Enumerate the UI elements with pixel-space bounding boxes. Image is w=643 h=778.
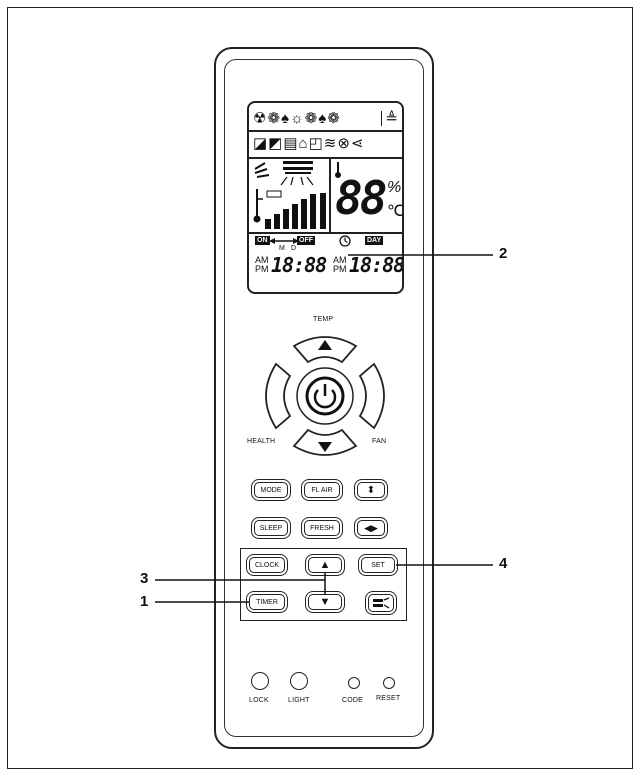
swing-icon: ≜ bbox=[381, 111, 398, 126]
air-direction-button[interactable] bbox=[368, 594, 394, 612]
health-button bbox=[265, 362, 292, 430]
fan-speed-bars bbox=[265, 194, 316, 229]
set-button[interactable]: SET bbox=[361, 557, 395, 573]
direction-pad bbox=[265, 336, 385, 456]
function-icons: ◪◩▤⌂◰≋⊗⋖ bbox=[253, 135, 365, 152]
pm-label-right: PM bbox=[333, 264, 347, 274]
percent-unit: % bbox=[387, 179, 402, 196]
reset-label: RESET bbox=[376, 695, 401, 702]
power-icon bbox=[313, 384, 337, 409]
lcd-divider bbox=[329, 157, 331, 232]
up-down-arrows-icon: ⬍ bbox=[366, 484, 376, 496]
light-button[interactable] bbox=[290, 672, 308, 690]
left-right-arrows-icon: ◀▶ bbox=[364, 522, 378, 533]
up-triangle-icon: ▲ bbox=[319, 559, 331, 571]
callout-3: 3 bbox=[140, 570, 149, 587]
thermometer-icon bbox=[253, 189, 263, 223]
up-button[interactable]: ▲ bbox=[308, 557, 342, 573]
light-label: LIGHT bbox=[288, 697, 310, 704]
vertical-swing-button[interactable]: ⬍ bbox=[357, 482, 385, 498]
day-badge: DAY bbox=[365, 236, 384, 245]
temperature-readout: 88 bbox=[335, 171, 387, 225]
lcd-divider bbox=[249, 157, 402, 159]
vane-lines bbox=[280, 176, 314, 186]
vent-icon bbox=[283, 161, 313, 174]
timer-button[interactable]: TIMER bbox=[249, 594, 285, 610]
fan-label: FAN bbox=[372, 438, 387, 445]
lcd-divider bbox=[249, 130, 402, 132]
celsius-unit: ℃ bbox=[387, 203, 404, 220]
timer-time-display: 18:88 bbox=[271, 253, 327, 277]
pm-label-left: PM bbox=[255, 264, 269, 274]
on-badge: ON bbox=[255, 236, 270, 245]
fan-speed-graphic bbox=[253, 161, 326, 229]
m-label: M bbox=[279, 245, 285, 252]
clock-icon bbox=[339, 235, 351, 247]
timer-clock-group bbox=[240, 548, 407, 621]
lcd-mode-icons-row: ☢❁♠☼❁♠❁ ≜ bbox=[253, 111, 398, 126]
code-label: CODE bbox=[342, 697, 364, 704]
callout-2: 2 bbox=[499, 245, 508, 262]
down-button[interactable]: ▼ bbox=[308, 594, 342, 610]
health-label: HEALTH bbox=[247, 438, 276, 445]
thermometer-small-icon bbox=[335, 162, 341, 178]
down-triangle-icon: ▼ bbox=[319, 596, 331, 608]
timer-arrow-icon bbox=[269, 238, 299, 244]
lcd-function-icons-row: ◪◩▤⌂◰≋⊗⋖ bbox=[253, 136, 398, 151]
clock-time-display: 18:88 bbox=[349, 253, 404, 277]
battery-icon bbox=[266, 190, 282, 198]
mode-button[interactable]: MODE bbox=[254, 482, 288, 498]
code-button[interactable] bbox=[348, 677, 360, 689]
am-label-right: AM bbox=[333, 255, 347, 265]
figure-frame bbox=[7, 7, 633, 769]
airflow-fan-icon bbox=[254, 162, 270, 178]
horizontal-swing-button[interactable]: ◀▶ bbox=[357, 520, 385, 536]
fl-air-button[interactable]: FL AIR bbox=[304, 482, 340, 498]
vertical-scale-text bbox=[320, 193, 326, 229]
callout-4: 4 bbox=[499, 555, 508, 572]
off-badge: OFF bbox=[297, 236, 315, 245]
temp-label: TEMP bbox=[313, 316, 334, 323]
sleep-button[interactable]: SLEEP bbox=[254, 520, 288, 536]
lcd-display: ☢❁♠☼❁♠❁ ≜ ◪◩▤⌂◰≋⊗⋖ bbox=[247, 101, 404, 294]
lock-button[interactable] bbox=[251, 672, 269, 690]
d-label: D bbox=[291, 245, 297, 252]
down-arrow-icon bbox=[318, 442, 332, 452]
mode-icons: ☢❁♠☼❁♠❁ bbox=[253, 110, 341, 127]
lock-label: LOCK bbox=[249, 697, 269, 704]
clock-button[interactable]: CLOCK bbox=[249, 557, 285, 573]
fan-button bbox=[358, 362, 385, 430]
fresh-button[interactable]: FRESH bbox=[304, 520, 340, 536]
am-label-left: AM bbox=[255, 255, 269, 265]
reset-button[interactable] bbox=[383, 677, 395, 689]
airflow-icon bbox=[373, 597, 390, 609]
remote-inner-border bbox=[224, 59, 424, 737]
callout-1: 1 bbox=[140, 593, 149, 610]
up-arrow-icon bbox=[318, 340, 332, 350]
lcd-divider bbox=[249, 232, 402, 234]
